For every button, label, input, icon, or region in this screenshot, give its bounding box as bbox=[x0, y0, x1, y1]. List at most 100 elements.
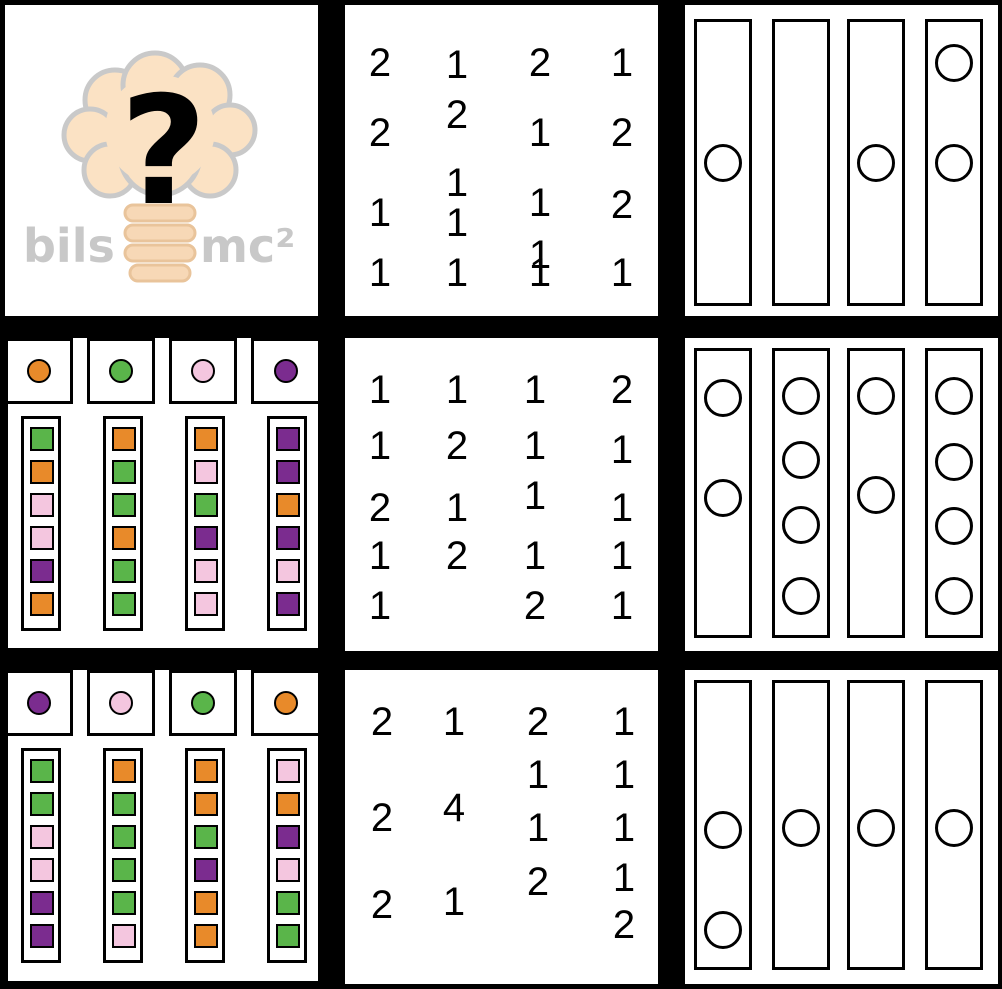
count-number: 1 bbox=[523, 474, 547, 518]
tube-circle bbox=[935, 377, 973, 415]
count-number: 2 bbox=[610, 183, 634, 227]
tube-circle bbox=[857, 377, 895, 415]
square-purple bbox=[276, 526, 300, 550]
square-green bbox=[112, 825, 136, 849]
square-orange bbox=[194, 759, 218, 783]
count-number: 1 bbox=[528, 181, 552, 225]
count-number: 2 bbox=[370, 796, 394, 840]
square-pink bbox=[194, 559, 218, 583]
square-pink bbox=[30, 825, 54, 849]
color-dot-icon bbox=[274, 359, 298, 383]
count-number: 1 bbox=[442, 880, 466, 924]
count-number: 1 bbox=[610, 486, 634, 530]
count-number: 2 bbox=[612, 903, 636, 947]
cap-purple bbox=[251, 338, 321, 404]
count-number: 1 bbox=[610, 41, 634, 85]
brain-bulb-icon bbox=[61, 50, 258, 283]
count-number: 1 bbox=[368, 424, 392, 468]
tubes-panel-1 bbox=[685, 5, 998, 316]
count-number: 2 bbox=[445, 93, 469, 137]
count-number: 1 bbox=[368, 251, 392, 295]
square-pink bbox=[30, 858, 54, 882]
count-number: 1 bbox=[612, 856, 636, 900]
count-number: 1 bbox=[612, 753, 636, 797]
count-number: 1 bbox=[610, 584, 634, 628]
cap-pink bbox=[87, 670, 155, 736]
color-column bbox=[267, 748, 307, 963]
count-number: 1 bbox=[445, 43, 469, 87]
tube-circle bbox=[935, 144, 973, 182]
square-green bbox=[194, 493, 218, 517]
count-number: 1 bbox=[528, 251, 552, 295]
count-number: 1 bbox=[368, 584, 392, 628]
count-number: 1 bbox=[612, 700, 636, 744]
square-orange bbox=[194, 427, 218, 451]
count-number: 1 bbox=[523, 424, 547, 468]
square-green bbox=[276, 891, 300, 915]
logo-text-right: mc² bbox=[200, 219, 296, 273]
square-green bbox=[30, 792, 54, 816]
square-purple bbox=[30, 559, 54, 583]
count-number: 1 bbox=[445, 251, 469, 295]
square-purple bbox=[194, 858, 218, 882]
tube-circle bbox=[935, 507, 973, 545]
square-pink bbox=[30, 493, 54, 517]
tube-circle bbox=[935, 809, 973, 847]
count-number: 2 bbox=[610, 111, 634, 155]
tube-circle bbox=[782, 441, 820, 479]
color-dot-icon bbox=[109, 359, 133, 383]
cap-pink bbox=[169, 338, 237, 404]
tube-circle bbox=[782, 577, 820, 615]
square-green bbox=[112, 891, 136, 915]
count-number: 1 bbox=[523, 368, 547, 412]
tube bbox=[772, 19, 830, 306]
tube bbox=[847, 680, 905, 970]
count-number: 1 bbox=[523, 534, 547, 578]
count-number: 1 bbox=[528, 111, 552, 155]
logo-text-left: bils bbox=[23, 219, 115, 273]
count-number: 2 bbox=[526, 700, 550, 744]
square-purple bbox=[276, 460, 300, 484]
square-pink bbox=[194, 460, 218, 484]
square-green bbox=[30, 427, 54, 451]
square-green bbox=[112, 858, 136, 882]
square-green bbox=[112, 592, 136, 616]
count-number: 2 bbox=[370, 700, 394, 744]
square-green bbox=[30, 759, 54, 783]
square-purple bbox=[30, 924, 54, 948]
count-number: 1 bbox=[528, 233, 552, 277]
square-pink bbox=[194, 592, 218, 616]
square-orange bbox=[276, 792, 300, 816]
tube-circle bbox=[935, 443, 973, 481]
count-number: 2 bbox=[368, 41, 392, 85]
square-pink bbox=[112, 924, 136, 948]
count-number: 2 bbox=[523, 584, 547, 628]
tubes-panel-3 bbox=[685, 670, 998, 984]
square-orange bbox=[30, 592, 54, 616]
square-purple bbox=[276, 825, 300, 849]
count-number: 4 bbox=[442, 786, 466, 830]
tube-circle bbox=[704, 379, 742, 417]
square-green bbox=[112, 792, 136, 816]
count-number: 1 bbox=[526, 753, 550, 797]
cap-green bbox=[87, 338, 155, 404]
tube-circle bbox=[782, 506, 820, 544]
cap-orange bbox=[251, 670, 321, 736]
square-purple bbox=[194, 526, 218, 550]
count-number: 1 bbox=[445, 368, 469, 412]
square-pink bbox=[30, 526, 54, 550]
count-number: 1 bbox=[368, 534, 392, 578]
tube-circle bbox=[704, 811, 742, 849]
color-column bbox=[103, 416, 143, 631]
count-number: 1 bbox=[526, 806, 550, 850]
count-number: 2 bbox=[370, 883, 394, 927]
tube-circle bbox=[704, 144, 742, 182]
count-number: 1 bbox=[442, 700, 466, 744]
square-pink bbox=[276, 559, 300, 583]
count-number: 1 bbox=[368, 191, 392, 235]
count-number: 2 bbox=[526, 860, 550, 904]
square-green bbox=[112, 493, 136, 517]
